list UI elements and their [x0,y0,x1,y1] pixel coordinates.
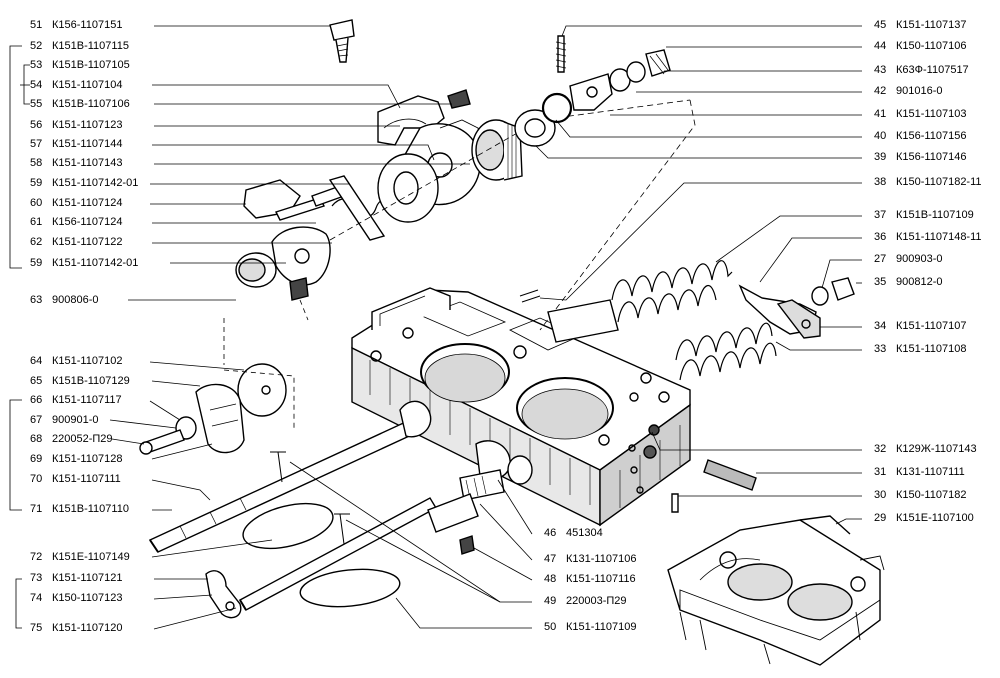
left-parts [139,363,295,455]
springs-assembly [519,260,855,381]
leader-lines-right [535,25,862,525]
assembled-carburetor [667,515,885,666]
top-right-parts [514,35,671,147]
shafts-and-plates [148,400,757,619]
leader-lines [9,25,470,630]
carburetor-body [351,287,691,527]
leader-lines-bottom [289,461,533,629]
